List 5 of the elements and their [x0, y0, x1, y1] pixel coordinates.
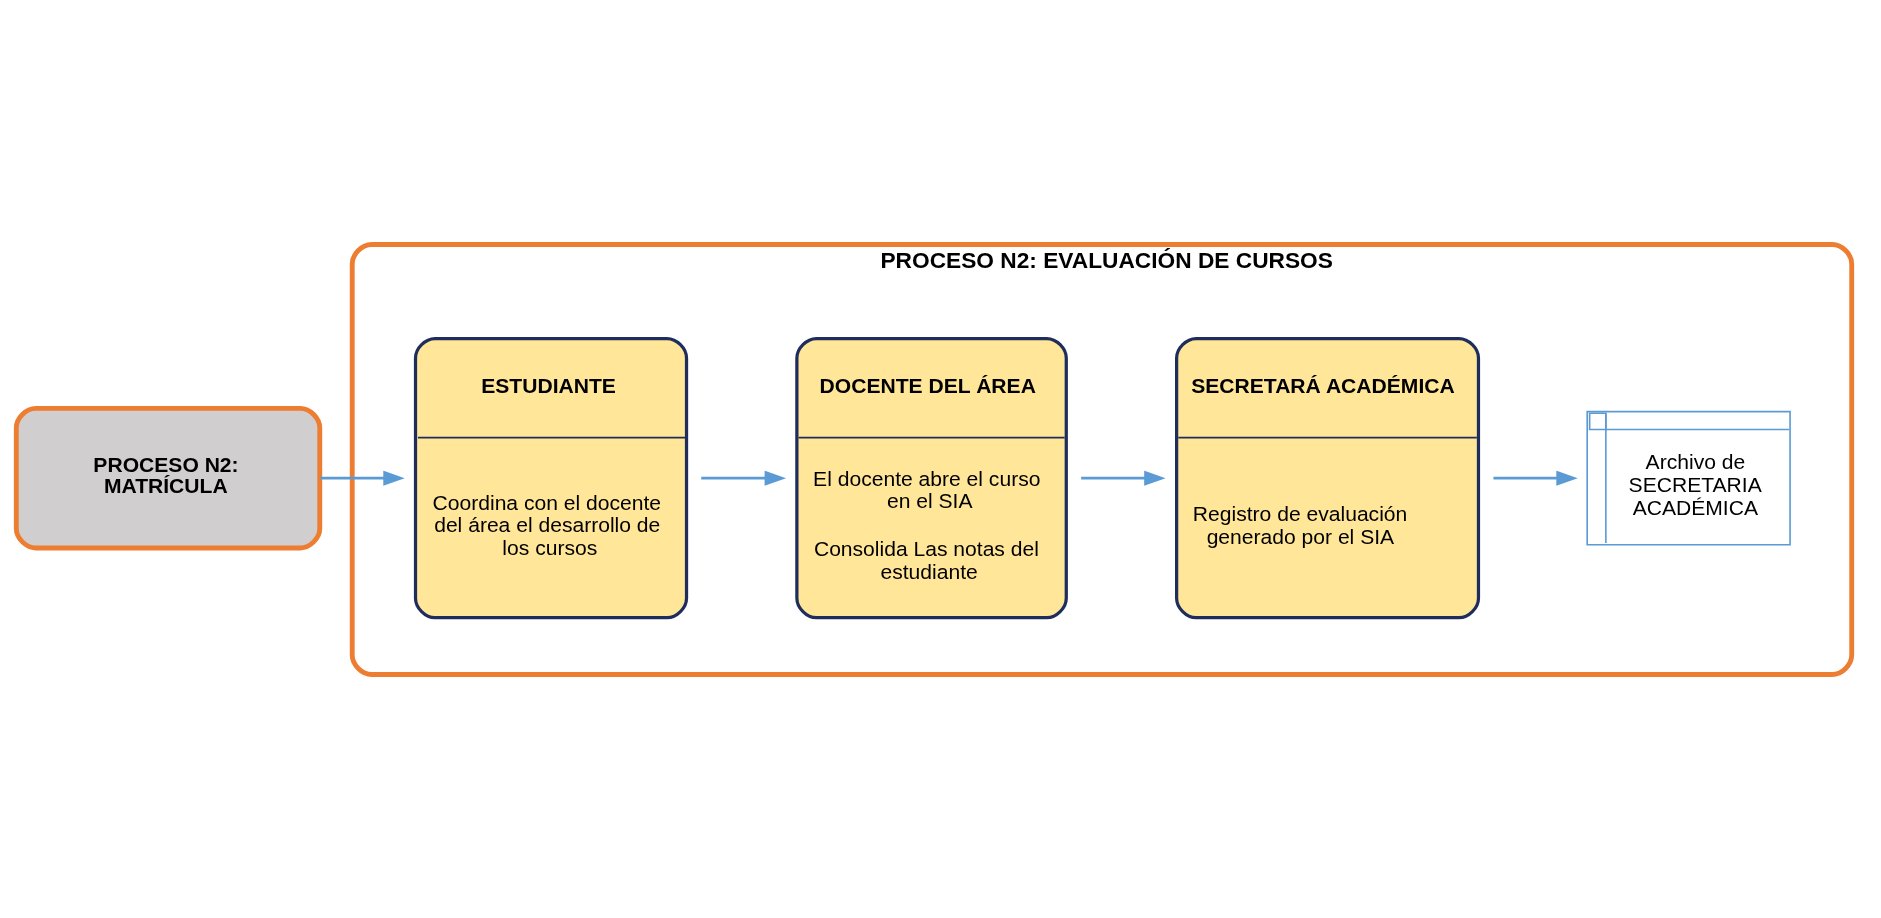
node-box: PROCESO N2: MATRÍCULA	[13, 405, 323, 550]
arrow	[320, 470, 405, 486]
arrow	[1493, 470, 1578, 486]
arrow	[701, 470, 787, 486]
arrow	[1081, 470, 1166, 486]
